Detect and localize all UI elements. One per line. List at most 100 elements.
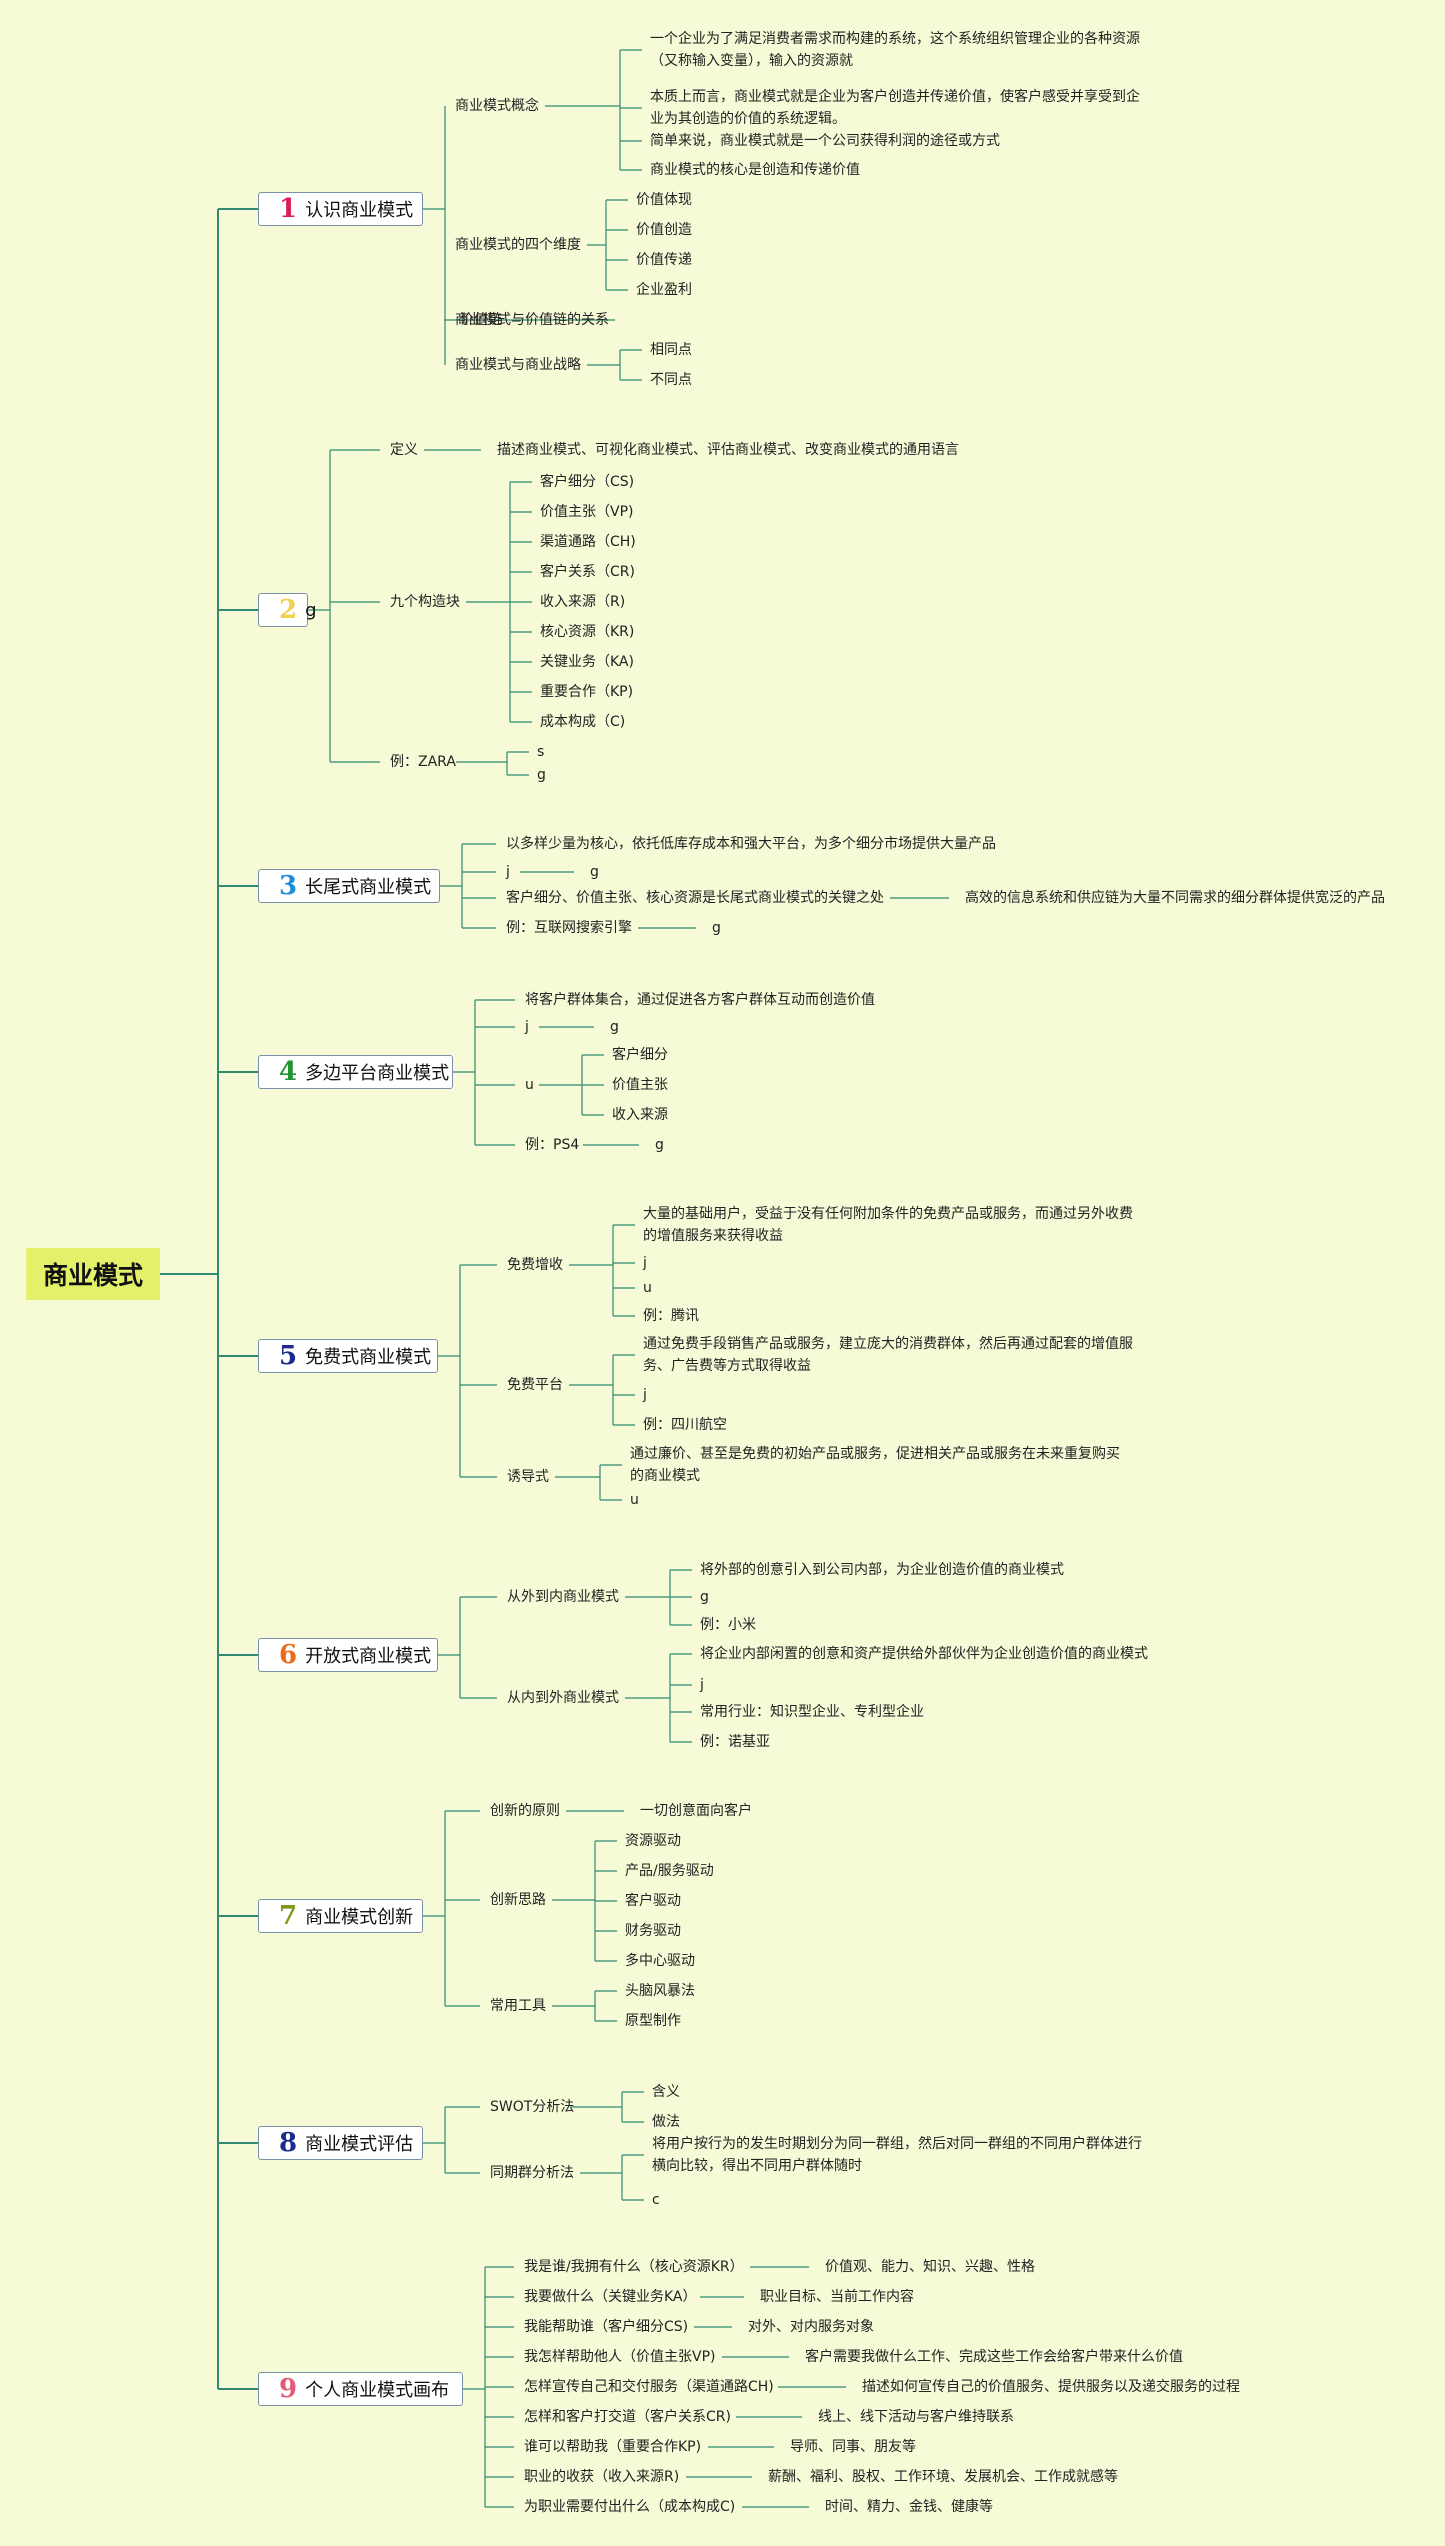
leaf-item[interactable]: c <box>652 2192 660 2208</box>
root-node[interactable]: 商业模式 <box>26 1248 160 1300</box>
leaf-item[interactable]: 客户关系（CR) <box>540 564 635 580</box>
topic-label[interactable]: 客户细分、价值主张、核心资源是长尾式商业模式的关键之处 <box>506 890 884 906</box>
topic-label[interactable]: 怎样和客户打交道（客户关系CR) <box>524 2409 731 2425</box>
topic-label[interactable]: 我是谁/我拥有什么（核心资源KR） <box>524 2259 744 2275</box>
leaf-item[interactable]: 收入来源 <box>612 1107 668 1123</box>
leaf-item[interactable]: 企业盈利 <box>636 282 692 298</box>
topic-label[interactable]: 九个构造块 <box>390 594 460 610</box>
leaf-item[interactable]: g <box>712 920 721 936</box>
leaf-item[interactable]: 价值体现 <box>636 192 692 208</box>
leaf-item[interactable]: 线上、线下活动与客户维持联系 <box>818 2409 1014 2425</box>
leaf-item[interactable]: 不同点 <box>650 372 692 388</box>
leaf-item[interactable]: 资源驱动 <box>625 1833 681 1849</box>
topic-label[interactable]: j <box>506 864 510 880</box>
leaf-item[interactable]: 一个企业为了满足消费者需求而构建的系统，这个系统组织管理企业的各种资源（又称输入… <box>650 31 1140 69</box>
leaf-item[interactable]: j <box>643 1255 647 1271</box>
topic-label[interactable]: 创新思路 <box>490 1892 546 1908</box>
topic-label[interactable]: 怎样宣传自己和交付服务（渠道通路CH) <box>524 2379 774 2395</box>
leaf-item[interactable]: 客户细分 <box>612 1047 668 1063</box>
leaf-item[interactable]: 例：诺基亚 <box>700 1734 770 1750</box>
leaf-item[interactable]: 价值观、能力、知识、兴趣、性格 <box>825 2259 1035 2275</box>
leaf-item[interactable]: 成本构成（C) <box>540 714 626 730</box>
topic-label[interactable]: 例：ZARA <box>390 754 456 770</box>
topic-label[interactable]: 免费增收 <box>507 1257 563 1273</box>
leaf-item[interactable]: 描述如何宣传自己的价值服务、提供服务以及递交服务的过程 <box>862 2379 1240 2395</box>
leaf-item[interactable]: 客户需要我做什么工作、完成这些工作会给客户带来什么价值 <box>805 2349 1183 2365</box>
topic-label[interactable]: 将客户群体集合，通过促进各方客户群体互动而创造价值 <box>525 992 875 1008</box>
leaf-item[interactable]: 常用行业：知识型企业、专利型企业 <box>700 1704 924 1720</box>
topic-label[interactable]: 定义 <box>390 442 418 458</box>
topic-label[interactable]: 我怎样帮助他人（价值主张VP) <box>524 2349 716 2365</box>
topic-label[interactable]: 谁可以帮助我（重要合作KP) <box>524 2439 702 2455</box>
leaf-item[interactable]: 将用户按行为的发生时期划分为同一群组，然后对同一群组的不同用户群体进行横向比较，… <box>652 2136 1142 2174</box>
leaf-item[interactable]: 价值传递 <box>636 252 692 268</box>
topic-label[interactable]: 常用工具 <box>490 1998 546 2014</box>
leaf-item[interactable]: 渠道通路（CH) <box>540 534 636 550</box>
leaf-item[interactable]: 财务驱动 <box>625 1923 681 1939</box>
leaf-item[interactable]: 价值主张 <box>612 1077 668 1093</box>
leaf-item[interactable]: 多中心驱动 <box>625 1953 695 1969</box>
topic-label[interactable]: 职业的收获（收入来源R) <box>524 2469 680 2485</box>
topic-label[interactable]: 创新的原则 <box>490 1803 560 1819</box>
leaf-item[interactable]: 通过廉价、甚至是免费的初始产品或服务，促进相关产品或服务在未来重复购买的商业模式 <box>630 1446 1120 1484</box>
leaf-item[interactable]: g <box>590 864 599 880</box>
leaf-item[interactable]: 高效的信息系统和供应链为大量不同需求的细分群体提供宽泛的产品 <box>965 890 1385 906</box>
leaf-item[interactable]: 导师、同事、朋友等 <box>790 2439 916 2455</box>
leaf-item[interactable]: 薪酬、福利、股权、工作环境、发展机会、工作成就感等 <box>768 2469 1118 2485</box>
topic-label[interactable]: 以多样少量为核心，依托低库存成本和强大平台，为多个细分市场提供大量产品 <box>506 836 996 852</box>
leaf-item[interactable]: 商业模式的核心是创造和传递价值 <box>650 162 860 178</box>
topic-label[interactable]: 诱导式 <box>507 1469 549 1485</box>
leaf-item[interactable]: 例：腾讯 <box>643 1308 699 1324</box>
leaf-item[interactable]: j <box>700 1677 704 1693</box>
leaf-item[interactable]: u <box>630 1492 639 1508</box>
leaf-item[interactable]: 重要合作（KP) <box>540 684 634 700</box>
leaf-item[interactable]: 例：小米 <box>700 1617 756 1633</box>
leaf-item[interactable]: 价值链 <box>460 312 502 328</box>
leaf-item[interactable]: 描述商业模式、可视化商业模式、评估商业模式、改变商业模式的通用语言 <box>497 442 959 458</box>
topic-label[interactable]: j <box>525 1019 529 1035</box>
topic-label[interactable]: 例：互联网搜索引擎 <box>506 920 632 936</box>
topic-label[interactable]: 例：PS4 <box>525 1137 580 1153</box>
leaf-item[interactable]: j <box>643 1387 647 1403</box>
leaf-item[interactable]: 原型制作 <box>625 2013 681 2029</box>
leaf-item[interactable]: 相同点 <box>650 342 692 358</box>
topic-label[interactable]: 商业模式与商业战略 <box>455 357 581 373</box>
leaf-item[interactable]: 本质上而言，商业模式就是企业为客户创造并传递价值，使客户感受并享受到企业为其创造… <box>650 89 1140 127</box>
topic-label[interactable]: 为职业需要付出什么（成本构成C) <box>524 2499 736 2515</box>
topic-label[interactable]: u <box>525 1077 534 1093</box>
leaf-item[interactable]: 产品/服务驱动 <box>625 1863 714 1879</box>
topic-label[interactable]: 商业模式与价值链的关系 <box>455 312 609 328</box>
topic-label[interactable]: 从内到外商业模式 <box>507 1690 619 1706</box>
leaf-item[interactable]: 一切创意面向客户 <box>640 1803 752 1819</box>
leaf-item[interactable]: 做法 <box>652 2114 680 2130</box>
leaf-item[interactable]: 大量的基础用户，受益于没有任何附加条件的免费产品或服务，而通过另外收费的增值服务… <box>643 1206 1133 1244</box>
leaf-item[interactable]: 将外部的创意引入到公司内部，为企业创造价值的商业模式 <box>700 1562 1064 1578</box>
topic-label[interactable]: 我要做什么（关键业务KA） <box>524 2289 697 2305</box>
leaf-item[interactable]: 客户驱动 <box>625 1893 681 1909</box>
leaf-item[interactable]: g <box>655 1137 664 1153</box>
leaf-item[interactable]: 时间、精力、金钱、健康等 <box>825 2499 993 2515</box>
topic-label[interactable]: 从外到内商业模式 <box>507 1589 619 1605</box>
topic-label[interactable]: 我能帮助谁（客户细分CS) <box>524 2319 689 2335</box>
leaf-item[interactable]: g <box>610 1019 619 1035</box>
leaf-item[interactable]: 职业目标、当前工作内容 <box>760 2289 914 2305</box>
leaf-item[interactable]: 对外、对内服务对象 <box>748 2319 874 2335</box>
topic-label[interactable]: 同期群分析法 <box>490 2165 574 2181</box>
leaf-item[interactable]: 收入来源（R) <box>540 594 626 610</box>
leaf-item[interactable]: 价值主张（VP) <box>540 504 634 520</box>
leaf-item[interactable]: u <box>643 1280 652 1296</box>
topic-label[interactable]: SWOT分析法 <box>490 2099 575 2115</box>
topic-label[interactable]: 商业模式的四个维度 <box>455 237 581 253</box>
leaf-item[interactable]: 客户细分（CS) <box>540 474 635 490</box>
leaf-item[interactable]: 关键业务（KA) <box>540 654 634 670</box>
topic-label[interactable]: 免费平台 <box>507 1377 563 1393</box>
